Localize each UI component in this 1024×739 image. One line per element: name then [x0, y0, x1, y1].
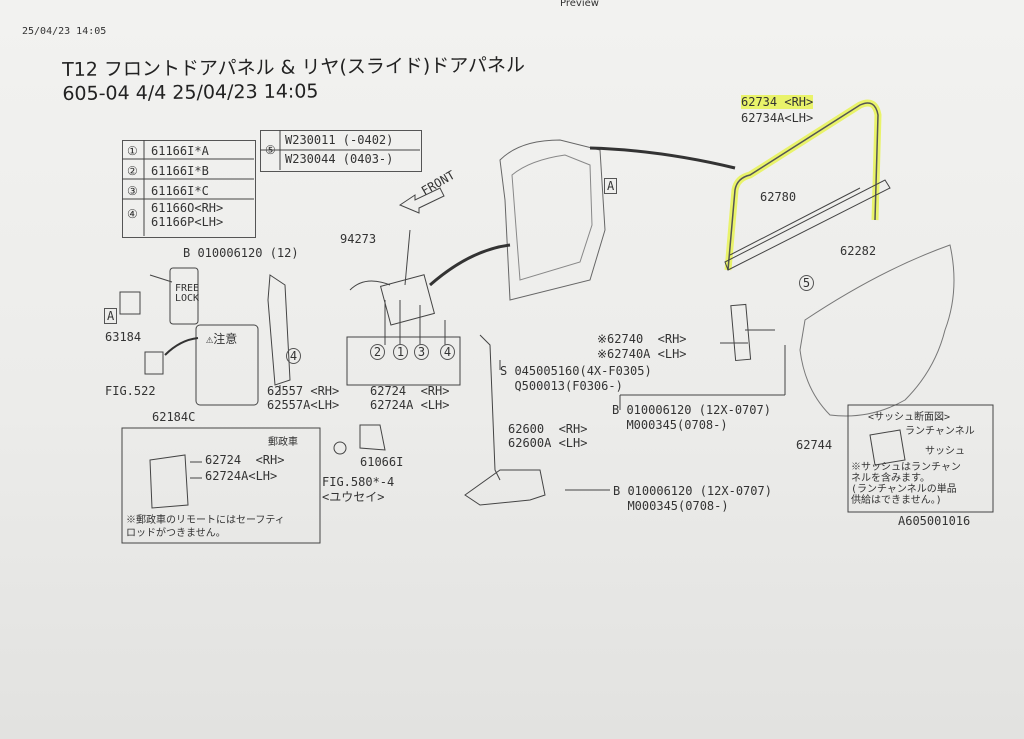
clip-61066i	[359, 424, 386, 451]
legend-text-2: 61166I*B	[151, 164, 209, 178]
callout-2: 2	[370, 344, 385, 360]
part-62282: 62282	[840, 244, 877, 258]
legend-num-4: ④	[127, 207, 138, 221]
screw-label: S 045005160(4X-F0305) Q500013(F0306-)	[500, 364, 652, 393]
cable-to-door	[429, 243, 511, 287]
postal-parts: 62724 <RH> 62724A<LH>	[205, 453, 285, 483]
preview-label: Preview	[560, 0, 599, 9]
a-marker-door: A	[604, 178, 618, 194]
print-timestamp: 25/04/23 14:05	[22, 26, 107, 37]
drawing-number: A605001016	[898, 514, 971, 528]
legend-num-1: ①	[127, 144, 138, 158]
part-62600: 62600 <RH> 62600A <LH>	[508, 422, 588, 450]
regulator-62740	[730, 303, 752, 362]
sash-section-box	[847, 404, 994, 513]
door-panel-outline	[499, 139, 606, 301]
fig-522: FIG.522	[105, 384, 156, 398]
trim-panel-62744	[799, 244, 955, 417]
legend-table-left: ① 61166I*A ② 61166I*B ③ 61166I*C ④ 61166…	[122, 140, 256, 238]
part-63184: 63184	[105, 330, 142, 344]
part-62780: 62780	[760, 190, 797, 204]
door-lock-assembly	[379, 274, 436, 326]
callout-4-left: 4	[286, 348, 301, 364]
postal-note: ※郵政車のリモートにはセーフティ ロッドがつきません。	[126, 515, 285, 539]
part-62740: ※62740 <RH> ※62740A <LH>	[597, 332, 687, 361]
a-marker-left: A	[104, 308, 118, 324]
legend-text-3: 61166I*C	[151, 184, 209, 198]
inner-handle-rod	[479, 334, 501, 481]
callout-1: 1	[393, 344, 408, 360]
free-lock-text: FREE LOCK	[175, 283, 200, 304]
part-62557: 62557 <RH> 62557A<LH>	[267, 384, 340, 412]
legend-text-4: 61166O<RH> 61166P<LH>	[151, 201, 224, 229]
postal-title: 郵政車	[268, 437, 298, 448]
postal-vehicle-box	[121, 427, 321, 544]
callout-4: 4	[440, 344, 455, 360]
bracket-62557	[267, 274, 291, 386]
belt-moulding-62780	[724, 179, 891, 271]
part-62724: 62724 <RH> 62724A <LH>	[370, 384, 450, 412]
part-61066i: 61066I	[360, 455, 404, 469]
legend-num-3: ③	[127, 184, 138, 198]
part-62744: 62744	[796, 438, 833, 452]
legend-right-row-1: W230011 (-0402)	[285, 133, 394, 147]
legend-num-2: ②	[127, 164, 138, 178]
callout-3: 3	[414, 344, 429, 360]
part-94273: 94273	[340, 232, 377, 246]
bolt-label-low: B 010006120 (12X-0707) M000345(0708-)	[613, 484, 772, 513]
sash-title: <サッシュ断面図>	[868, 412, 951, 423]
callout-5: 5	[799, 275, 814, 291]
free-lock-sticker	[169, 267, 199, 325]
legend-text-1: 61166I*A	[151, 144, 209, 158]
caution-sticker	[195, 324, 259, 406]
bolt-label-mid: B 010006120 (12X-0707) M000345(0708-)	[612, 403, 771, 432]
fig-580: FIG.580*-4 <ユウセイ>	[322, 475, 395, 504]
part-62734a: 62734A<LH>	[741, 111, 814, 125]
sash-run-channel: ランチャンネル	[905, 426, 975, 437]
legend-right-row-2: W230044 (0403-)	[285, 152, 394, 166]
front-arrow	[398, 187, 445, 214]
part-62184c: 62184C	[152, 410, 196, 424]
caution-text: ⚠注意	[206, 332, 238, 346]
remote-control	[464, 469, 546, 506]
sash-note: ※サッシュはランチャン ネルを含みます。 (ランチャンネルの単品 供給はできませ…	[851, 462, 961, 506]
bolt-label-top: B 010006120 (12)	[183, 246, 299, 260]
sash-label: サッシュ	[925, 446, 965, 457]
part-62734-highlighted: 62734 <RH>	[741, 95, 814, 109]
